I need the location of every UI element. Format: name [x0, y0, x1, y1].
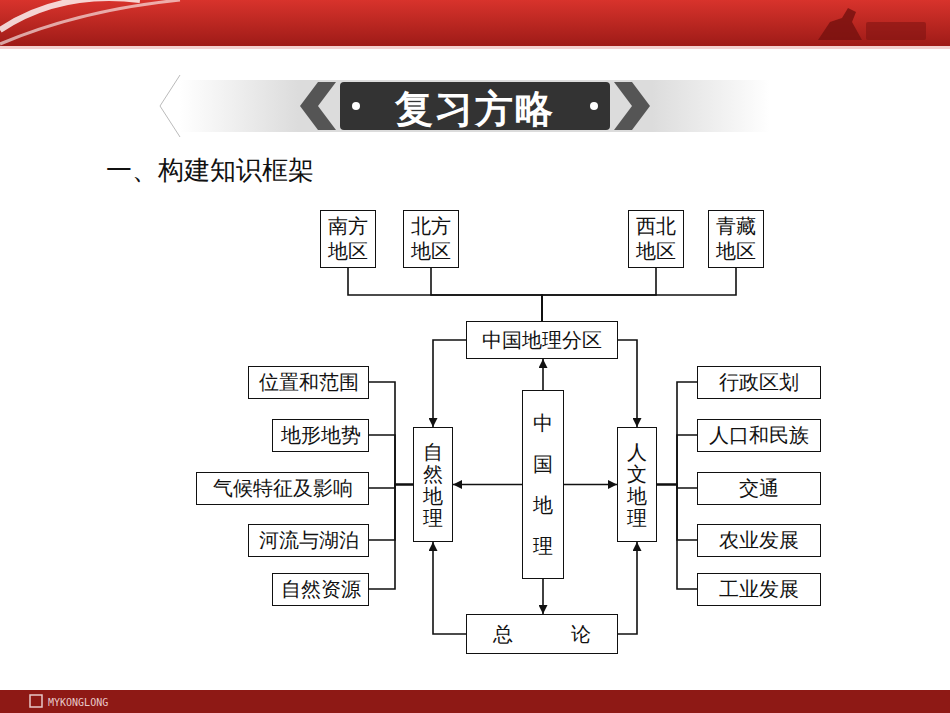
connector [542, 359, 544, 390]
title-dot [352, 102, 360, 110]
slide-title: 复习方略 [395, 84, 555, 135]
footer-bar [0, 690, 950, 713]
connector [433, 340, 466, 427]
region-box: 青藏 地区 [708, 210, 764, 268]
node-text: 行政区划 [719, 370, 799, 395]
connector [348, 268, 542, 321]
footer-icon [30, 695, 42, 707]
center-box: 中国地理 [522, 390, 564, 579]
region-box: 北方 地区 [403, 210, 459, 268]
topic-box: 河流与湖泊 [248, 524, 369, 557]
node-text: 地形地势 [281, 423, 361, 448]
connector [657, 485, 697, 590]
topic-box: 位置和范围 [248, 366, 369, 399]
logo-shape [818, 8, 926, 40]
region-box: 南方 地区 [320, 210, 376, 268]
node-text: 交通 [739, 476, 779, 501]
vert-box: 人文地理 [617, 427, 657, 542]
connector [657, 435, 697, 485]
chevron [300, 82, 336, 130]
chevron [614, 82, 650, 130]
node-text: 农业发展 [719, 528, 799, 553]
topic-box: 交通 [697, 472, 821, 505]
header-arc [0, 0, 180, 44]
title-dot [590, 102, 598, 110]
node-text: 工业发展 [719, 577, 799, 602]
connector [618, 542, 637, 634]
header-bar [0, 0, 950, 46]
node-text: 人文地理 [627, 441, 647, 529]
topic-box: 地形地势 [272, 419, 369, 452]
topic-box: 气候特征及影响 [196, 472, 369, 505]
division-box: 中国地理分区 [466, 321, 618, 359]
connector [433, 542, 466, 634]
topic-box: 行政区划 [697, 366, 821, 399]
connector [657, 382, 697, 485]
node-text: 总 论 [493, 622, 591, 647]
topic-box: 工业发展 [697, 573, 821, 606]
band-dots [160, 75, 180, 137]
topic-box: 农业发展 [697, 524, 821, 557]
node-text: 人口和民族 [709, 423, 809, 448]
node-text: 中国地理 [533, 403, 553, 567]
connector [431, 268, 542, 321]
topic-box: 自然资源 [272, 573, 369, 606]
node-text: 气候特征及影响 [213, 476, 353, 501]
connector [542, 268, 736, 321]
region-box: 西北 地区 [628, 210, 684, 268]
node-text: 北方 地区 [410, 214, 452, 264]
connector [369, 382, 413, 485]
connector [369, 485, 413, 590]
node-text: 中国地理分区 [482, 328, 602, 353]
section-heading: 一、构建知识框架 [106, 153, 314, 188]
header-line [0, 46, 950, 49]
node-text: 青藏 地区 [715, 214, 757, 264]
vert-box: 自然地理 [413, 427, 453, 542]
connector [618, 340, 637, 427]
connector [369, 435, 413, 485]
summary-box: 总 论 [466, 614, 618, 654]
node-text: 位置和范围 [259, 370, 359, 395]
topic-box: 人口和民族 [697, 419, 821, 452]
footer-brand: MYKONGLONG [48, 697, 108, 708]
connector [542, 579, 544, 614]
connector [564, 484, 617, 486]
node-text: 西北 地区 [635, 214, 677, 264]
node-text: 自然资源 [281, 577, 361, 602]
node-text: 河流与湖泊 [259, 528, 359, 553]
header-arc [0, 0, 140, 30]
connector [453, 484, 522, 486]
connector [369, 485, 413, 541]
node-text: 自然地理 [423, 441, 443, 529]
node-text: 南方 地区 [327, 214, 369, 264]
